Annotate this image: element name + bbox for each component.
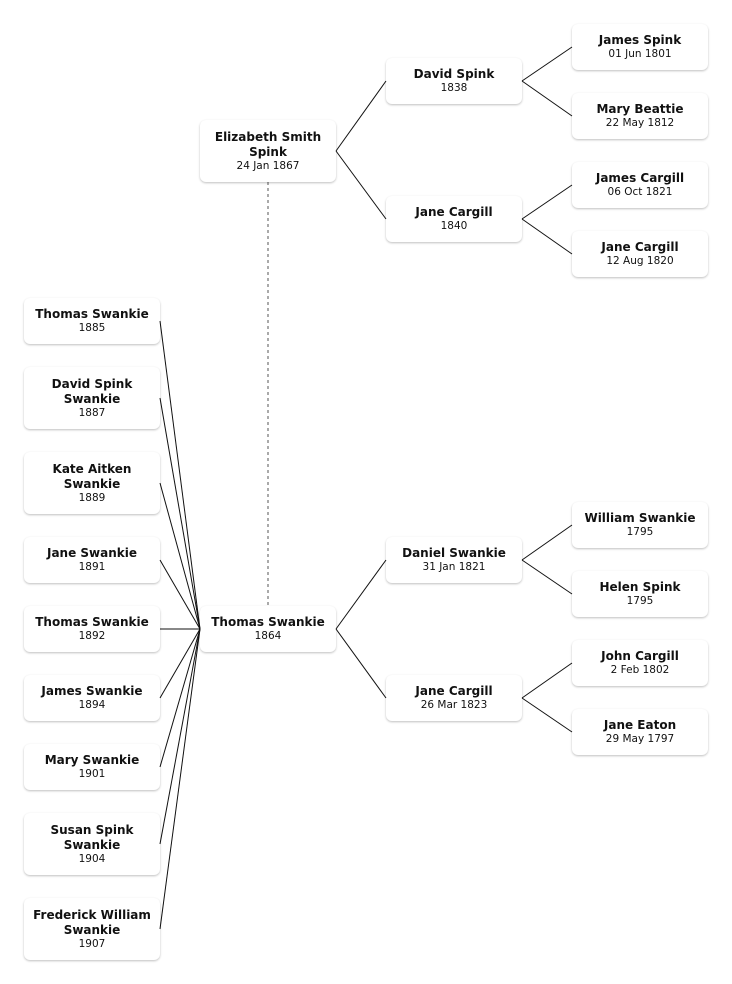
person-helen-spink[interactable]: Helen Spink 1795 (572, 571, 708, 617)
person-elizabeth-smith-spink[interactable]: Elizabeth Smith Spink 24 Jan 1867 (200, 120, 336, 182)
child-james-swankie[interactable]: James Swankie 1894 (24, 675, 160, 721)
person-jane-cargill-1820[interactable]: Jane Cargill 12 Aug 1820 (572, 231, 708, 277)
child-jane-swankie[interactable]: Jane Swankie 1891 (24, 537, 160, 583)
person-date: 1907 (78, 937, 106, 950)
parent-connector (335, 628, 387, 699)
person-name: Thomas Swankie (211, 615, 325, 629)
parent-connector (521, 559, 573, 595)
child-kate-aitken-swankie[interactable]: Kate Aitken Swankie 1889 (24, 452, 160, 514)
person-name: Jane Cargill (601, 240, 679, 254)
person-name: Jane Cargill (415, 684, 493, 698)
person-date: 2 Feb 1802 (610, 664, 670, 676)
parent-connector (521, 524, 573, 561)
person-date: 1891 (78, 561, 106, 573)
person-jane-cargill-1823[interactable]: Jane Cargill 26 Mar 1823 (386, 675, 522, 721)
child-thomas-swankie-1885[interactable]: Thomas Swankie 1885 (24, 298, 160, 344)
person-date: 1795 (626, 526, 654, 538)
person-date: 1795 (626, 595, 654, 607)
parent-connector (521, 218, 573, 255)
child-connector (159, 482, 201, 630)
person-jane-eaton[interactable]: Jane Eaton 29 May 1797 (572, 709, 708, 755)
person-date: 1894 (78, 699, 106, 711)
person-name: James Spink (598, 33, 682, 47)
person-date: 1885 (78, 322, 106, 334)
person-date: 1889 (78, 491, 106, 504)
person-name: Frederick William Swankie (33, 907, 151, 937)
person-thomas-swankie-1864[interactable]: Thomas Swankie 1864 (200, 606, 336, 652)
person-name: Mary Beattie (596, 102, 684, 116)
person-daniel-swankie[interactable]: Daniel Swankie 31 Jan 1821 (386, 537, 522, 583)
person-date: 12 Aug 1820 (606, 255, 674, 267)
child-connector (159, 559, 201, 630)
person-david-spink[interactable]: David Spink 1838 (386, 58, 522, 104)
parent-connector (335, 80, 387, 152)
child-connector (159, 628, 201, 845)
person-name: Kate Aitken Swankie (52, 461, 132, 491)
child-frederick-william-swankie[interactable]: Frederick William Swankie 1907 (24, 898, 160, 960)
person-date: 06 Oct 1821 (607, 186, 673, 198)
parent-connector (335, 150, 387, 220)
person-name: Susan Spink Swankie (50, 822, 134, 852)
person-date: 1887 (78, 406, 106, 419)
person-name: Mary Swankie (44, 753, 140, 767)
child-david-spink-swankie[interactable]: David Spink Swankie 1887 (24, 367, 160, 429)
child-connector (159, 397, 201, 630)
person-name: James Cargill (595, 171, 685, 185)
parent-connector (335, 559, 387, 630)
person-jane-cargill-1840[interactable]: Jane Cargill 1840 (386, 196, 522, 242)
person-name: Elizabeth Smith Spink (214, 129, 322, 159)
person-name: John Cargill (601, 649, 679, 663)
person-name: James Swankie (41, 684, 143, 698)
person-name: Jane Swankie (46, 546, 138, 560)
child-susan-spink-swankie[interactable]: Susan Spink Swankie 1904 (24, 813, 160, 875)
person-name: Thomas Swankie (35, 307, 149, 321)
person-date: 26 Mar 1823 (420, 699, 488, 711)
person-john-cargill[interactable]: John Cargill 2 Feb 1802 (572, 640, 708, 686)
child-connector (159, 628, 201, 768)
person-date: 01 Jun 1801 (608, 48, 672, 60)
person-name: Jane Cargill (415, 205, 493, 219)
person-date: 1892 (78, 630, 106, 642)
person-date: 1864 (254, 630, 282, 642)
person-date: 1904 (78, 852, 106, 865)
person-name: David Spink (413, 67, 495, 81)
person-date: 1840 (440, 220, 468, 232)
child-connector (159, 628, 201, 930)
child-mary-swankie[interactable]: Mary Swankie 1901 (24, 744, 160, 790)
person-name: Thomas Swankie (35, 615, 149, 629)
person-date: 29 May 1797 (605, 733, 675, 745)
person-name: William Swankie (584, 511, 696, 525)
person-date: 1901 (78, 768, 106, 780)
parent-connector (521, 184, 573, 220)
person-name: David Spink Swankie (51, 376, 133, 406)
parent-connector (521, 697, 573, 733)
person-william-swankie[interactable]: William Swankie 1795 (572, 502, 708, 548)
person-date: 31 Jan 1821 (422, 561, 486, 573)
child-connector (159, 628, 201, 699)
parent-connector (521, 46, 573, 82)
parent-connector (521, 662, 573, 699)
person-date: 22 May 1812 (605, 117, 675, 129)
person-mary-beattie[interactable]: Mary Beattie 22 May 1812 (572, 93, 708, 139)
child-connector (159, 320, 201, 630)
parent-connector (521, 80, 573, 117)
person-james-spink[interactable]: James Spink 01 Jun 1801 (572, 24, 708, 70)
person-name: Daniel Swankie (402, 546, 506, 560)
person-james-cargill[interactable]: James Cargill 06 Oct 1821 (572, 162, 708, 208)
child-thomas-swankie-1892[interactable]: Thomas Swankie 1892 (24, 606, 160, 652)
person-date: 1838 (440, 82, 468, 94)
person-name: Helen Spink (599, 580, 681, 594)
person-name: Jane Eaton (603, 718, 677, 732)
person-date: 24 Jan 1867 (236, 159, 300, 172)
